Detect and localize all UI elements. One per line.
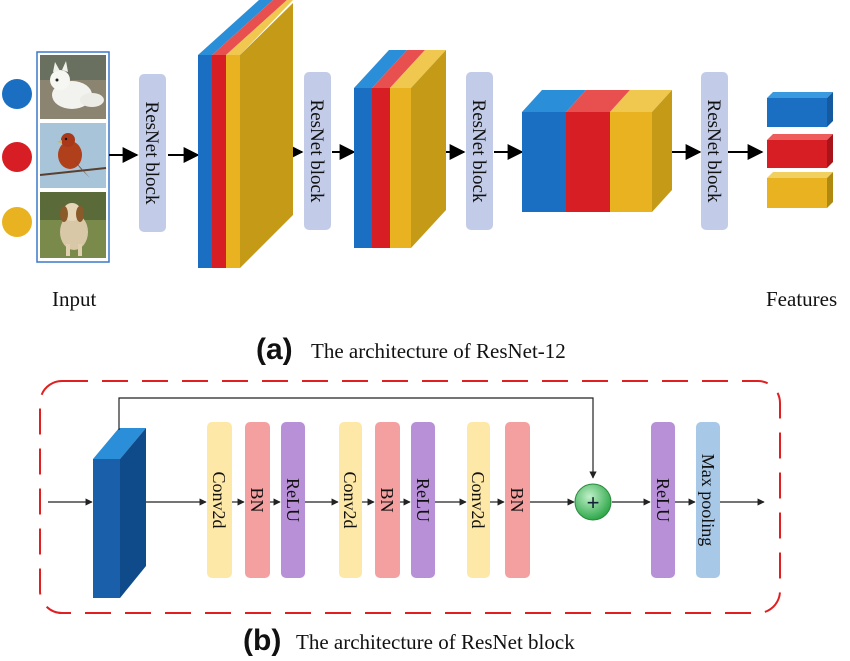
features-label: Features <box>766 287 837 311</box>
class-circle-yellow <box>2 207 32 237</box>
skip-connection <box>118 397 597 479</box>
layer-relu-1: ReLU <box>281 422 305 578</box>
arctic-fox-photo <box>40 55 106 119</box>
layer-conv2d-3: Conv2d <box>467 422 490 578</box>
layer-label: ReLU <box>413 478 433 522</box>
feature-vector-red <box>767 134 833 168</box>
bird-photo <box>39 123 107 188</box>
input-images-panel <box>36 51 110 263</box>
layer-label: BN <box>377 487 397 512</box>
input-label: Input <box>52 287 96 311</box>
caption-b: The architecture of ResNet block <box>296 630 575 654</box>
dog-photo <box>40 192 106 258</box>
feature-vector-blue <box>767 92 833 127</box>
layer-relu-2: ReLU <box>411 422 435 578</box>
resnet-block-1: ResNet block <box>139 74 166 232</box>
panel-label-a: (a) <box>256 333 293 366</box>
layer-conv2d-1: Conv2d <box>207 422 232 578</box>
layer-bn-3: BN <box>505 422 530 578</box>
layer-label: BN <box>247 487 267 512</box>
layer-relu-3: ReLU <box>651 422 675 578</box>
resnet-block-2: ResNet block <box>304 72 331 230</box>
add-node: + <box>574 483 612 521</box>
layer-label: Conv2d <box>340 471 360 528</box>
layer-bn-2: BN <box>375 422 400 578</box>
resnet-block-label: ResNet block <box>141 102 162 205</box>
layer-conv2d-2: Conv2d <box>339 422 362 578</box>
resnet-block-label: ResNet block <box>468 100 489 203</box>
feature-vector-yellow <box>767 172 833 208</box>
feature-map-1 <box>198 0 293 268</box>
class-circle-blue <box>2 79 32 109</box>
resnet-block-3: ResNet block <box>466 72 493 230</box>
layer-label: ReLU <box>653 478 673 522</box>
layer-label: Conv2d <box>468 471 488 528</box>
resnet-block-border <box>39 380 781 614</box>
layer-label: ReLU <box>283 478 303 522</box>
add-symbol: + <box>587 490 600 515</box>
layer-label: Conv2d <box>209 471 229 528</box>
feature-map-3 <box>522 90 672 212</box>
panel-label-b: (b) <box>243 624 281 657</box>
input-feature-slab <box>93 428 146 598</box>
layer-label: Max pooling <box>698 454 718 547</box>
layer-label: BN <box>507 487 527 512</box>
layer-max-pooling: Max pooling <box>696 422 720 578</box>
resnet-block-label: ResNet block <box>703 100 724 203</box>
layer-bn-1: BN <box>245 422 270 578</box>
resnet-block-4: ResNet block <box>701 72 728 230</box>
feature-map-2 <box>354 50 446 248</box>
class-circle-red <box>2 142 32 172</box>
caption-a: The architecture of ResNet-12 <box>311 339 566 363</box>
resnet-block-label: ResNet block <box>306 100 327 203</box>
